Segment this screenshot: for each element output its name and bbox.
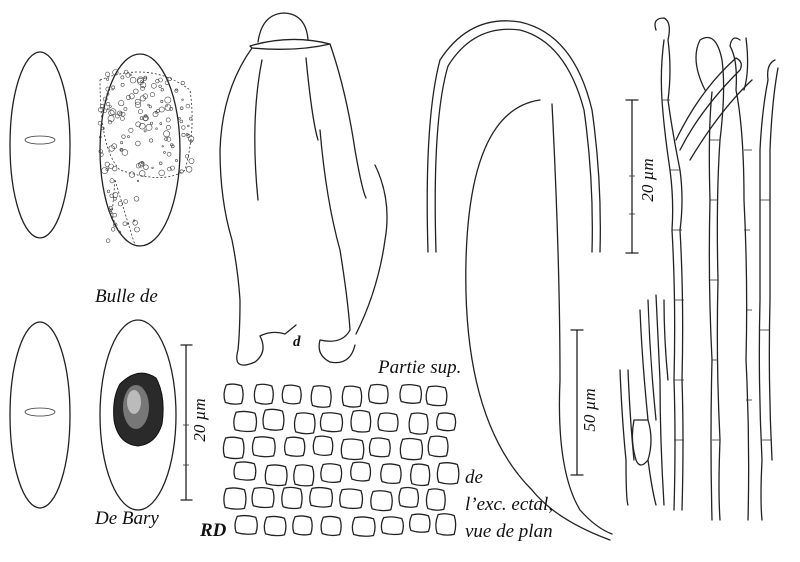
branched-hyphae: [619, 294, 669, 506]
excipulum-cell: [350, 461, 372, 482]
excipulum-cell: [320, 515, 342, 537]
label-de-bary: De Bary: [95, 508, 159, 529]
excipulum-cell: [427, 435, 449, 458]
excipulum-cell: [262, 408, 285, 431]
label-bulle-de: Bulle de: [95, 286, 158, 307]
excipulum-cell: [320, 463, 343, 484]
excipulum-cell: [351, 516, 376, 537]
label-de: de: [465, 467, 483, 488]
excipulum-cell: [409, 463, 431, 487]
spore-debary: [99, 319, 177, 511]
excipulum-cell: [408, 513, 431, 533]
scale-label-hairs: 20 µm: [638, 158, 657, 202]
excipulum-cell: [251, 486, 275, 509]
excipulum-cell: [399, 383, 423, 404]
excipulum-cell: [436, 462, 460, 485]
excipulum-cell: [340, 438, 365, 461]
spore-bottom-left: [9, 321, 71, 509]
excipulum-cell: [292, 515, 313, 536]
excipulum-cell: [380, 516, 404, 536]
spore-granules: [97, 69, 195, 243]
excipulum-cell: [341, 385, 363, 408]
excipulum-cell: [425, 488, 446, 511]
excipulum-cell: [233, 410, 258, 433]
scale-bar-hairs: [625, 99, 639, 254]
label-partie-sup: Partie sup.: [378, 357, 462, 378]
excipulum-cell: [263, 515, 287, 537]
excipulum-cell: [264, 464, 288, 487]
excipulum-cell: [350, 409, 372, 433]
label-rd: RD: [200, 520, 227, 541]
ectal-excipulum-cells: [222, 383, 460, 537]
excipulum-cell: [339, 488, 364, 510]
excipulum-cell: [251, 436, 276, 458]
excipulum-cell: [223, 487, 247, 510]
scale-bar-paraphyses: [570, 329, 584, 476]
excipulum-cell: [435, 513, 457, 536]
excipulum-cell: [380, 463, 402, 485]
excipulum-cell: [399, 437, 424, 461]
scale-label-spores: 20 µm: [190, 398, 209, 442]
septate-hairs: [654, 17, 779, 521]
excipulum-cell: [312, 435, 334, 456]
excipulum-cell: [368, 383, 389, 405]
excipulum-cell: [253, 383, 274, 405]
excipulum-cell: [222, 436, 245, 460]
excipulum-cell: [281, 384, 302, 405]
scale-label-paraphyses: 50 µm: [580, 388, 599, 432]
excipulum-cell: [234, 514, 258, 535]
excipulum-cell: [310, 385, 332, 408]
excipulum-cell: [293, 464, 315, 487]
excipulum-cell: [408, 412, 429, 435]
excipulum-cell: [368, 437, 391, 458]
label-d: d: [293, 334, 301, 350]
excipulum-cell: [425, 385, 448, 407]
excipulum-cell: [223, 383, 244, 405]
spore-top-dotted: [97, 53, 195, 247]
excipulum-cell: [233, 461, 257, 481]
paraphysis-curved: [426, 20, 613, 541]
excipulum-cell: [281, 486, 303, 510]
label-vue-de-plan: vue de plan: [465, 521, 553, 542]
scale-bar-spores: [180, 344, 193, 501]
excipulum-cell: [319, 412, 344, 433]
excipulum-cell: [293, 412, 316, 435]
excipulum-cell: [377, 412, 399, 433]
excipulum-cell: [435, 412, 457, 432]
excipulum-cell: [283, 436, 306, 457]
label-exc-ectal: l’exc. ectal,: [465, 494, 554, 515]
excipulum-cell: [370, 490, 393, 512]
ascus-structure: [219, 12, 388, 366]
spore-top-left: [9, 51, 71, 239]
excipulum-cell: [398, 486, 420, 508]
excipulum-cell: [309, 486, 334, 508]
